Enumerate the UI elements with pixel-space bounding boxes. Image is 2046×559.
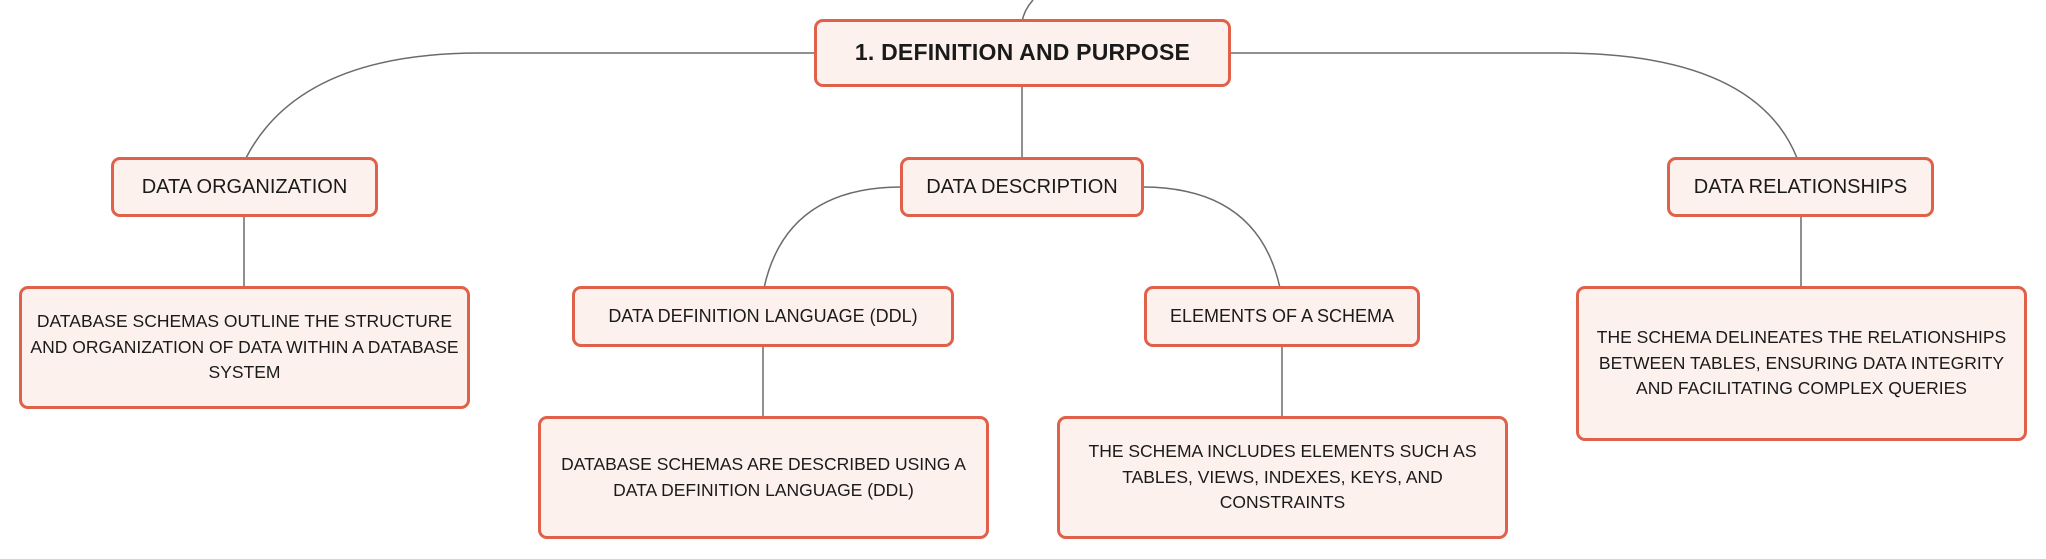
detail-node-elements[interactable]: THE SCHEMA INCLUDES ELEMENTS SUCH AS TAB… xyxy=(1057,416,1508,539)
detail-node-organization[interactable]: DATABASE SCHEMAS OUTLINE THE STRUCTURE A… xyxy=(19,286,470,409)
subtopic-node-ddl[interactable]: DATA DEFINITION LANGUAGE (DDL) xyxy=(572,286,954,347)
topic-node-data-description[interactable]: DATA DESCRIPTION xyxy=(900,157,1144,217)
topic-node-label: DATA RELATIONSHIPS xyxy=(1693,175,1908,198)
connector-root-to-organization xyxy=(245,52,815,159)
root-node-definition-and-purpose[interactable]: 1. DEFINITION AND PURPOSE xyxy=(814,19,1231,87)
topic-node-data-relationships[interactable]: DATA RELATIONSHIPS xyxy=(1667,157,1934,217)
detail-node-ddl[interactable]: DATABASE SCHEMAS ARE DESCRIBED USING A D… xyxy=(538,416,989,539)
subtopic-node-elements-of-a-schema[interactable]: ELEMENTS OF A SCHEMA xyxy=(1144,286,1420,347)
topic-node-label: DATA DESCRIPTION xyxy=(926,175,1118,198)
detail-node-text: THE SCHEMA INCLUDES ELEMENTS SUCH AS TAB… xyxy=(1088,441,1477,513)
detail-node-text: DATABASE SCHEMAS OUTLINE THE STRUCTURE A… xyxy=(30,311,459,383)
subtopic-node-label: DATA DEFINITION LANGUAGE (DDL) xyxy=(608,306,918,327)
detail-node-relationships[interactable]: THE SCHEMA DELINEATES THE RELATIONSHIPS … xyxy=(1576,286,2027,441)
detail-node-text: THE SCHEMA DELINEATES THE RELATIONSHIPS … xyxy=(1596,327,2007,399)
connector-description-to-elements xyxy=(1141,186,1281,289)
connector-description-to-ddl xyxy=(763,186,903,289)
root-node-label: 1. DEFINITION AND PURPOSE xyxy=(854,39,1191,66)
topic-node-label: DATA ORGANIZATION xyxy=(141,175,348,198)
subtopic-node-label: ELEMENTS OF A SCHEMA xyxy=(1169,306,1395,327)
connector-root-to-relationships xyxy=(1230,52,1798,159)
topic-node-data-organization[interactable]: DATA ORGANIZATION xyxy=(111,157,378,217)
detail-node-text: DATABASE SCHEMAS ARE DESCRIBED USING A D… xyxy=(561,454,966,500)
